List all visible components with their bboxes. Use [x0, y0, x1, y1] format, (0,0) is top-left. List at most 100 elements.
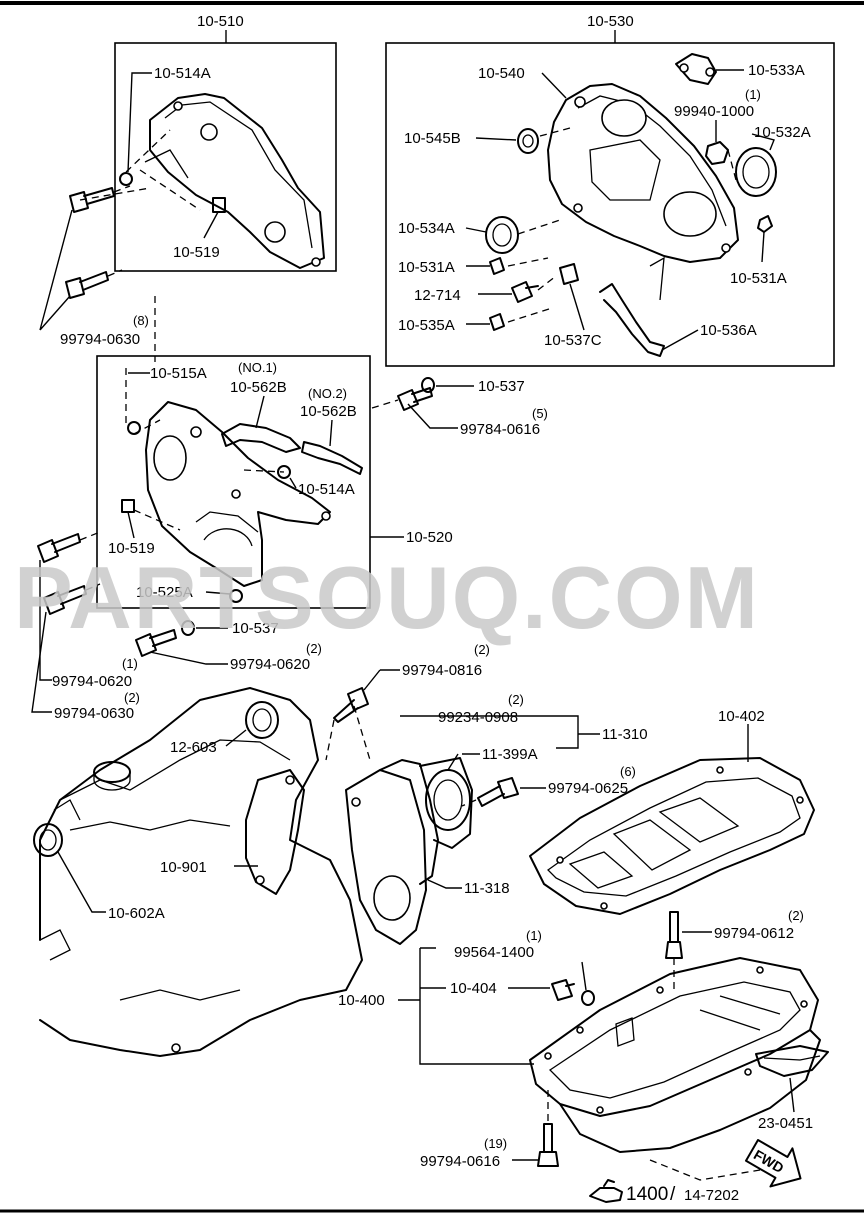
label-10-519-mid: 10-519 — [108, 540, 155, 557]
label-10-525A: 10-525A — [136, 584, 193, 601]
label-10-532A: 10-532A — [754, 124, 811, 141]
oil-seal-10-534A — [485, 216, 519, 254]
label-10-531A-right: 10-531A — [730, 270, 787, 287]
oil-seal-10-602A — [33, 823, 63, 857]
label-10-534A: 10-534A — [398, 220, 455, 237]
label-11-399A: 11-399A — [482, 746, 538, 763]
label-10-530: 10-530 — [587, 13, 634, 30]
label-10-602A: 10-602A — [108, 905, 165, 922]
qty-99234-0908: (2) — [508, 692, 524, 707]
label-10-402: 10-402 — [718, 708, 765, 725]
qty-99794-0630-2: (2) — [124, 690, 140, 705]
washer-99564-1400 — [581, 990, 595, 1006]
qty-99794-0625: (6) — [620, 764, 636, 779]
label-10-901: 10-901 — [160, 859, 207, 876]
gasket-10-901: 10-901 — [160, 769, 305, 895]
label-12-603: 12-603 — [170, 739, 217, 756]
bolt-99794-0625 — [477, 777, 519, 807]
label-99794-0630-8: 99794-0630 — [60, 331, 140, 348]
label-99234-0908: 99234-0908 — [438, 709, 518, 726]
qty-99794-0630-8: (8) — [133, 313, 149, 328]
label-10-519-top: 10-519 — [173, 244, 220, 261]
qty-99794-0620-1: (1) — [122, 656, 138, 671]
label-10-540: 10-540 — [478, 65, 525, 82]
label-12-714: 12-714 — [414, 287, 461, 304]
label-10-514A-mid: 10-514A — [298, 481, 355, 498]
gasket-10-562B-no1 — [221, 423, 301, 453]
footer-ref-secondary: 14-7202 — [684, 1187, 739, 1204]
group-10-530: 10-530 10-540 10-533A (1) — [385, 13, 835, 367]
label-99794-0620-2: 99794-0620 — [230, 656, 310, 673]
label-10-537C: 10-537C — [544, 332, 602, 349]
oil-pan-gasket-10-402: 10-402 — [529, 708, 815, 915]
bolt-upper-2 — [65, 271, 109, 299]
bolt-upper-1 — [69, 187, 115, 213]
watermark: PARTSOUQ.COM — [14, 548, 760, 647]
gasket-ring — [119, 172, 133, 186]
oil-pan-10-400: (2) 99794-0612 23-0451 (1) 99564-1400 10… — [338, 908, 829, 1181]
label-99794-0625-text: 99794-0625 — [548, 780, 628, 797]
upper-timing-cover-front — [149, 93, 325, 269]
label-99794-0630-2: 99794-0630 — [54, 705, 134, 722]
footer-separator: / — [670, 1184, 676, 1205]
oil-seal-10-545B — [517, 128, 539, 154]
oil-pump-11-310: (2) 99234-0908 11-310 11-399A (2) 99794-… — [325, 642, 648, 945]
group-10-510: 10-510 10-514A 10-519 (8) 99794 — [39, 13, 337, 362]
gasket-10-562B-no2 — [301, 441, 363, 475]
footer-ref-primary: 1400 — [626, 1184, 668, 1205]
label-no2: (NO.2) — [308, 386, 347, 401]
hand-pointer-icon — [589, 1179, 623, 1203]
box-10-520 — [96, 355, 371, 609]
group-10-520: 10-520 10-515A (NO.1) 10-562B (NO.2) 10-… — [96, 355, 453, 609]
oil-strainer-23-0451 — [755, 1045, 829, 1077]
qty-99794-0620-2: (2) — [306, 641, 322, 656]
bolt-left-1 — [37, 533, 81, 563]
label-99940-1000: 99940-1000 — [674, 103, 754, 120]
qty-99794-0612: (2) — [788, 908, 804, 923]
label-10-562B-no2: 10-562B — [300, 403, 357, 420]
fwd-arrow: FWD — [745, 1139, 802, 1188]
pump-rotor-11-399A — [425, 769, 471, 831]
nut-99940-1000 — [705, 141, 729, 165]
label-99794-0616-19: 99794-0616 — [420, 1153, 500, 1170]
sensor-12-714 — [511, 281, 539, 303]
label-99794-0620-1: 99794-0620 — [52, 673, 132, 690]
label-10-533A: 10-533A — [748, 62, 805, 79]
label-99564-1400: 99564-1400 — [454, 944, 534, 961]
label-10-514A-top: 10-514A — [154, 65, 211, 82]
label-no1: (NO.1) — [238, 360, 277, 375]
box-10-530 — [385, 42, 835, 367]
label-10-520: 10-520 — [406, 529, 453, 546]
bolt-left-3 — [135, 629, 177, 657]
qty-99784-0616: (5) — [532, 406, 548, 421]
label-23-0451: 23-0451 — [758, 1115, 813, 1132]
label-99784-0616: 99784-0616 — [460, 421, 540, 438]
drain-plug-10-404 — [551, 979, 575, 1001]
label-99794-0612: 99794-0612 — [714, 925, 794, 942]
label-10-536A: 10-536A — [700, 322, 757, 339]
bolt-left-2 — [43, 585, 87, 615]
lower-timing-cover-front — [145, 401, 331, 587]
oil-pump-housing — [345, 769, 427, 945]
oil-filler-cap — [93, 761, 131, 783]
engine-block: 12-603 10-602A — [33, 687, 363, 1057]
label-10-545B: 10-545B — [404, 130, 461, 147]
bolt-99794-0816 — [333, 687, 369, 723]
qty-99564-1400: (1) — [526, 928, 542, 943]
label-99794-0816: 99794-0816 — [402, 662, 482, 679]
label-10-404: 10-404 — [450, 980, 497, 997]
label-10-562B-no1: 10-562B — [230, 379, 287, 396]
label-11-318: 11-318 — [464, 880, 510, 897]
oil-pump-body — [379, 759, 439, 885]
qty-99794-0616-19: (19) — [484, 1136, 507, 1151]
qty-99940-1000: (1) — [745, 87, 761, 102]
oil-seal-12-603 — [245, 701, 279, 739]
label-11-310: 11-310 — [602, 726, 648, 743]
gasket-10-536A — [599, 283, 665, 357]
rear-cover-plate — [547, 83, 739, 263]
fasteners-middle: 10-537 (5) 99784-0616 10-537 (2) 99794-0… — [31, 377, 548, 722]
bracket-10-533A — [675, 53, 717, 85]
label-10-515A: 10-515A — [150, 365, 207, 382]
fwd-label: FWD — [751, 1146, 787, 1176]
